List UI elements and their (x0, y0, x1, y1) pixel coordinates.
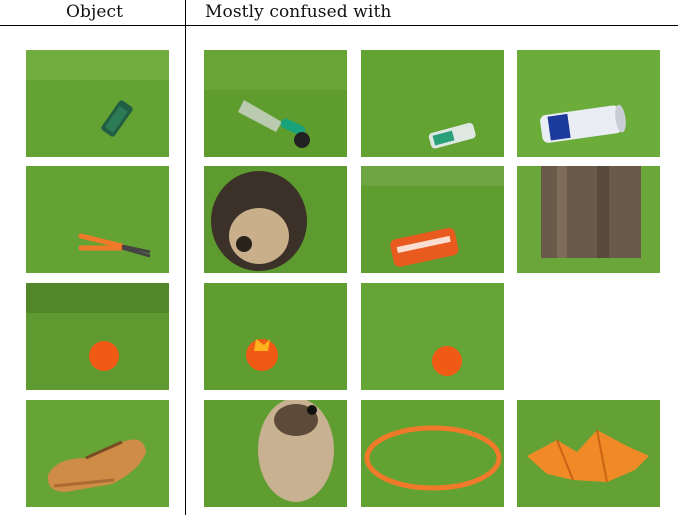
header-object: Object (66, 2, 124, 22)
image-soda-can-on-grass (361, 166, 504, 273)
column-divider (185, 0, 186, 515)
can-icon (540, 104, 626, 143)
leaves-icon (527, 429, 649, 483)
image-orange-ball-on-grass (361, 283, 504, 390)
phone-icon (428, 122, 476, 149)
hoop-icon (364, 425, 502, 491)
dog-icon (258, 400, 334, 502)
image-tree-stump-on-grass (517, 166, 660, 273)
image-mobile-phone-on-grass (361, 50, 504, 157)
image-shoe-on-grass (26, 400, 169, 507)
image-ball-on-grass (26, 283, 169, 390)
phone-icon (101, 100, 133, 137)
ball-icon (89, 341, 119, 371)
image-hoop-on-grass (361, 400, 504, 507)
can-icon (390, 227, 459, 267)
stump-icon (541, 166, 641, 258)
image-trowel-on-grass (204, 50, 347, 157)
image-orange-toy-on-grass (204, 283, 347, 390)
image-pliers-on-grass (26, 166, 169, 273)
image-dog-on-grass (204, 166, 347, 273)
shoe-icon (47, 439, 146, 492)
toy-icon (246, 339, 278, 371)
dog-icon (211, 171, 307, 271)
image-phone-on-grass (26, 50, 169, 157)
header-rule (0, 25, 678, 26)
ball-icon (432, 346, 462, 376)
image-can-on-grass (517, 50, 660, 157)
image-leaves-on-grass (517, 400, 660, 507)
pliers-icon (78, 233, 151, 258)
header-confused: Mostly confused with (205, 2, 392, 22)
trowel-icon (238, 100, 310, 148)
image-dog-on-grass-2 (204, 400, 347, 507)
